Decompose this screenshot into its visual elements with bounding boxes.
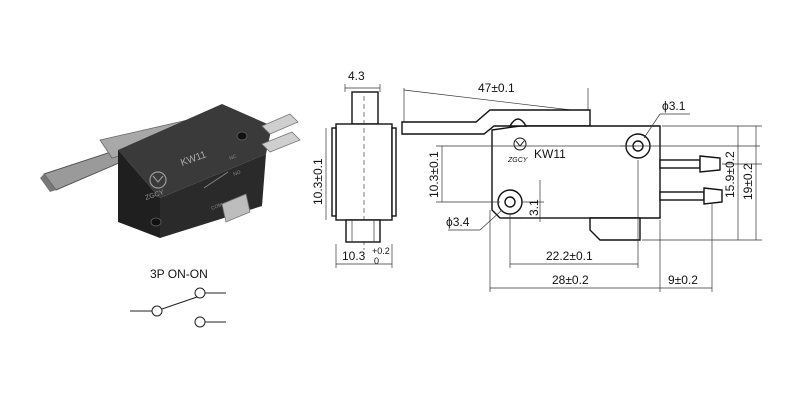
dim-body-height-to-terminal: 15.9±0.2 xyxy=(723,151,737,198)
dim-hole-spacing: 22.2±0.1 xyxy=(546,249,593,263)
dim-side-height: 10.3±0.1 xyxy=(311,158,325,205)
front-brand-text: ZGCY xyxy=(507,157,529,164)
switch-body xyxy=(118,150,160,238)
dim-hole-small: ϕ3.1 xyxy=(662,99,686,113)
mount-hole-top xyxy=(236,131,248,141)
mount-hole-bottom xyxy=(150,217,162,227)
terminal-no xyxy=(261,131,301,153)
render-nc-label: NC xyxy=(229,153,238,161)
product-render: ZGCY KW11 NC NO COM xyxy=(40,104,301,238)
front-terminal-nc xyxy=(659,159,701,169)
dim-front-height: 10.3±0.1 xyxy=(427,151,441,198)
dim-hole-offset: 3.1 xyxy=(527,199,541,216)
dim-lever-length: 47±0.1 xyxy=(478,81,515,95)
terminal-nc xyxy=(261,113,299,135)
front-terminal-no xyxy=(659,191,705,201)
circuit-label: 3P ON-ON xyxy=(150,267,208,281)
dim-body-length: 28±0.2 xyxy=(552,273,589,287)
front-terminal-com xyxy=(589,217,641,241)
dim-terminal-length: 9±0.2 xyxy=(668,273,698,287)
dim-hole-large: ϕ3.4 xyxy=(446,215,470,229)
circuit-symbol: 3P ON-ON xyxy=(130,267,226,328)
front-model-label: KW11 xyxy=(534,147,566,161)
render-no-label: NO xyxy=(233,169,242,177)
front-view: 47±0.1 ZGCY KW11 ϕ3.1 xyxy=(401,81,762,292)
dim-overall-height: 19±0.2 xyxy=(741,163,755,200)
side-view: 4.3 10.3±0.1 10.3 +0.2 0 xyxy=(311,69,397,268)
dim-side-tol-zero: 0 xyxy=(374,256,379,266)
side-actuator xyxy=(351,91,379,125)
dim-side-width-bottom: 10.3 xyxy=(342,249,366,263)
terminal-com xyxy=(221,193,251,223)
switch-body-top xyxy=(118,104,272,198)
dim-side-width-top: 4.3 xyxy=(348,69,365,83)
dim-side-tol-plus: +0.2 xyxy=(372,246,390,256)
render-com-label: COM xyxy=(211,202,224,212)
